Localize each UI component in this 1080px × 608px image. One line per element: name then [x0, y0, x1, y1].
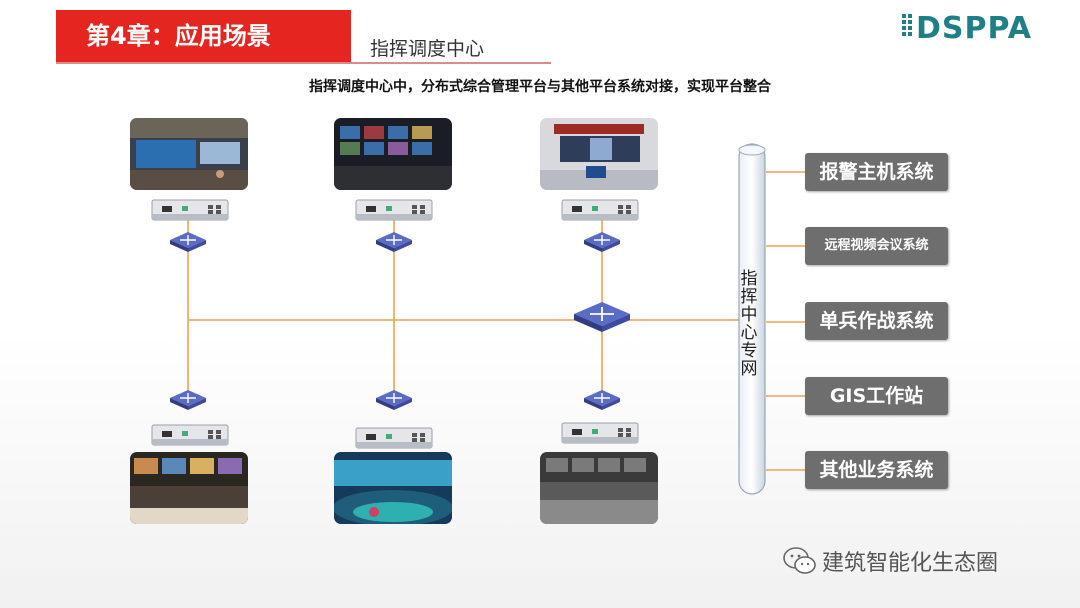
backbone-label: 指挥中心专网 — [740, 269, 758, 379]
dsppa-logo: DSPPA — [902, 11, 1032, 44]
photo-control-room-2 — [334, 118, 452, 190]
system-box-soldier-combat: 单兵作战系统 — [805, 302, 948, 340]
header-divider — [56, 62, 551, 64]
logo-text: DSPPA — [916, 11, 1032, 44]
wechat-icon — [783, 547, 816, 574]
intro-caption: 指挥调度中心中，分布式综合管理平台与其他平台系统对接，实现平台整合 — [309, 79, 771, 95]
system-box-alarm-host: 报警主机系统 — [805, 153, 948, 191]
system-box-gis-workstation: GIS工作站 — [805, 377, 948, 415]
photo-monitoring-hall-2 — [334, 452, 452, 524]
page-subtitle: 指挥调度中心 — [370, 38, 485, 60]
photo-control-room-3 — [540, 118, 658, 190]
photo-monitoring-hall-1 — [130, 452, 248, 524]
photo-monitoring-hall-3 — [540, 452, 658, 524]
backbone-tube — [738, 143, 766, 495]
chapter-title: 第4章：应用场景 — [56, 10, 351, 62]
photo-control-room-1 — [130, 118, 248, 190]
system-box-other-business: 其他业务系统 — [805, 451, 948, 489]
system-box-video-conference: 远程视频会议系统 — [805, 227, 948, 265]
watermark-text: 建筑智能化生态圈 — [822, 551, 999, 576]
